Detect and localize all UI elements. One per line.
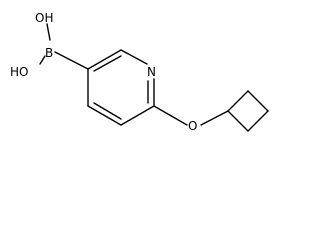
ring-bond-c3-c4 (87, 105, 122, 126)
atom-label-oh-top: OH (35, 11, 53, 25)
ring-bond-c5-c6 (87, 49, 122, 70)
bond-b-ring (54, 51, 89, 70)
cyclobutyl-bond-top-right (247, 90, 269, 112)
cyclobutyl-bond-bottom-right (247, 110, 269, 132)
bond-ring-o (153, 105, 188, 126)
bond-b-oh-top (46, 23, 51, 41)
molecule-diagram: OH HO B N O (0, 0, 278, 136)
atom-label-o: O (188, 119, 197, 133)
bond-b-oh-left (39, 55, 46, 65)
ring-bond-c2-c3 (120, 105, 155, 126)
atom-label-b: B (45, 46, 53, 60)
bond-o-cyclobutyl (200, 110, 229, 126)
ring-bond-c3-c4-double (93, 102, 122, 120)
atom-label-n: N (147, 65, 156, 79)
ring-bond-c6-n (120, 49, 148, 65)
atom-label-ho-left: HO (10, 65, 28, 79)
molecule-structure: OH HO B N O (10, 11, 269, 133)
cyclobutyl-bond-bottom-left (227, 110, 249, 132)
cyclobutyl-bond-top-left (227, 90, 249, 112)
ring-bond-c5-c6-double (93, 55, 122, 72)
